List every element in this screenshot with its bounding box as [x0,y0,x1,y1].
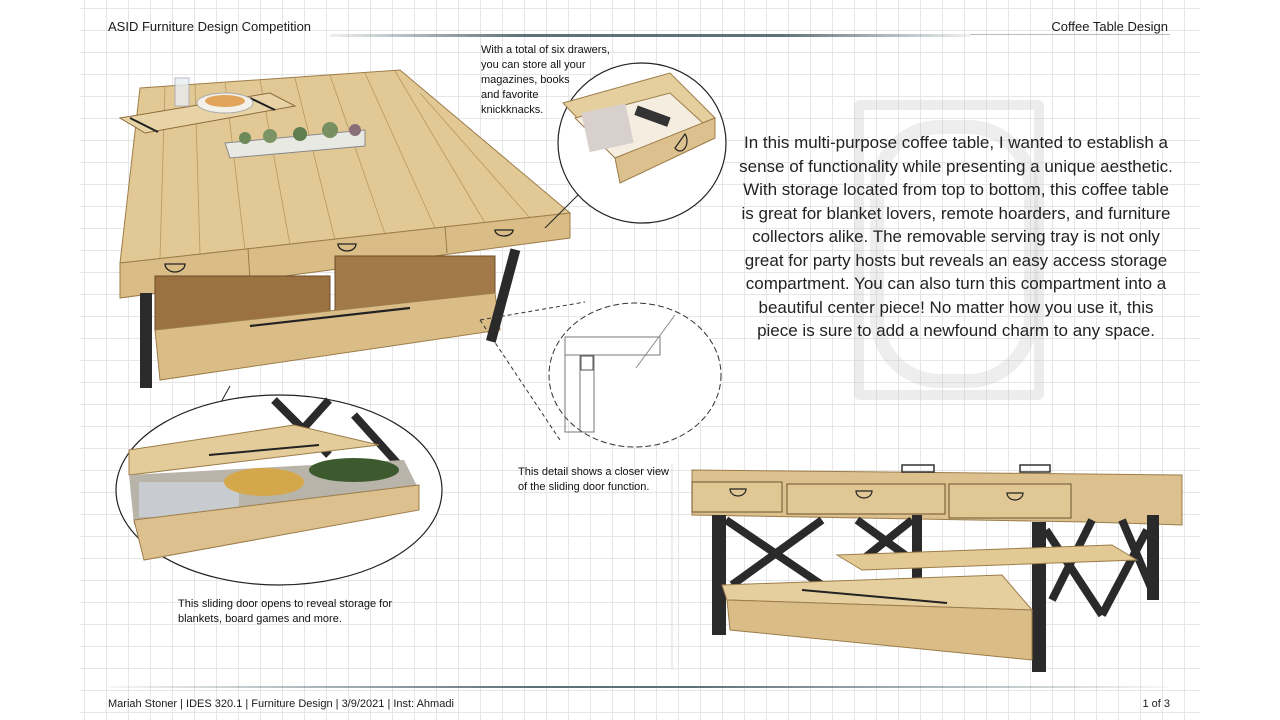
drawers-caption: With a total of six drawers, you can sto… [481,44,610,116]
footer-credits: Mariah Stoner | IDES 320.1 | Furniture D… [108,698,454,710]
footer-rule [108,686,1168,688]
drawer-detail-circle [557,62,727,224]
description-paragraph: In this multi-purpose coffee table, I wa… [739,133,1173,340]
main-table-render [118,69,581,414]
page-number: 1 of 3 [1142,698,1170,710]
header-left-title: ASID Furniture Design Competition [108,19,312,34]
side-table-render [671,464,1183,672]
header-rule [330,34,970,37]
header-rule-thin [970,34,1170,35]
sliding-door-section-detail [479,301,722,448]
header-right-title: Coffee Table Design [1051,19,1168,34]
storage-detail-ellipse [115,394,443,586]
document-page: ASID Furniture Design Competition Coffee… [80,0,1200,720]
sliding-detail-caption: This detail shows a closer view of the s… [518,466,670,493]
sliding-door-caption: This sliding door opens to reveal storag… [178,598,393,625]
watermark-logo [854,100,1044,400]
